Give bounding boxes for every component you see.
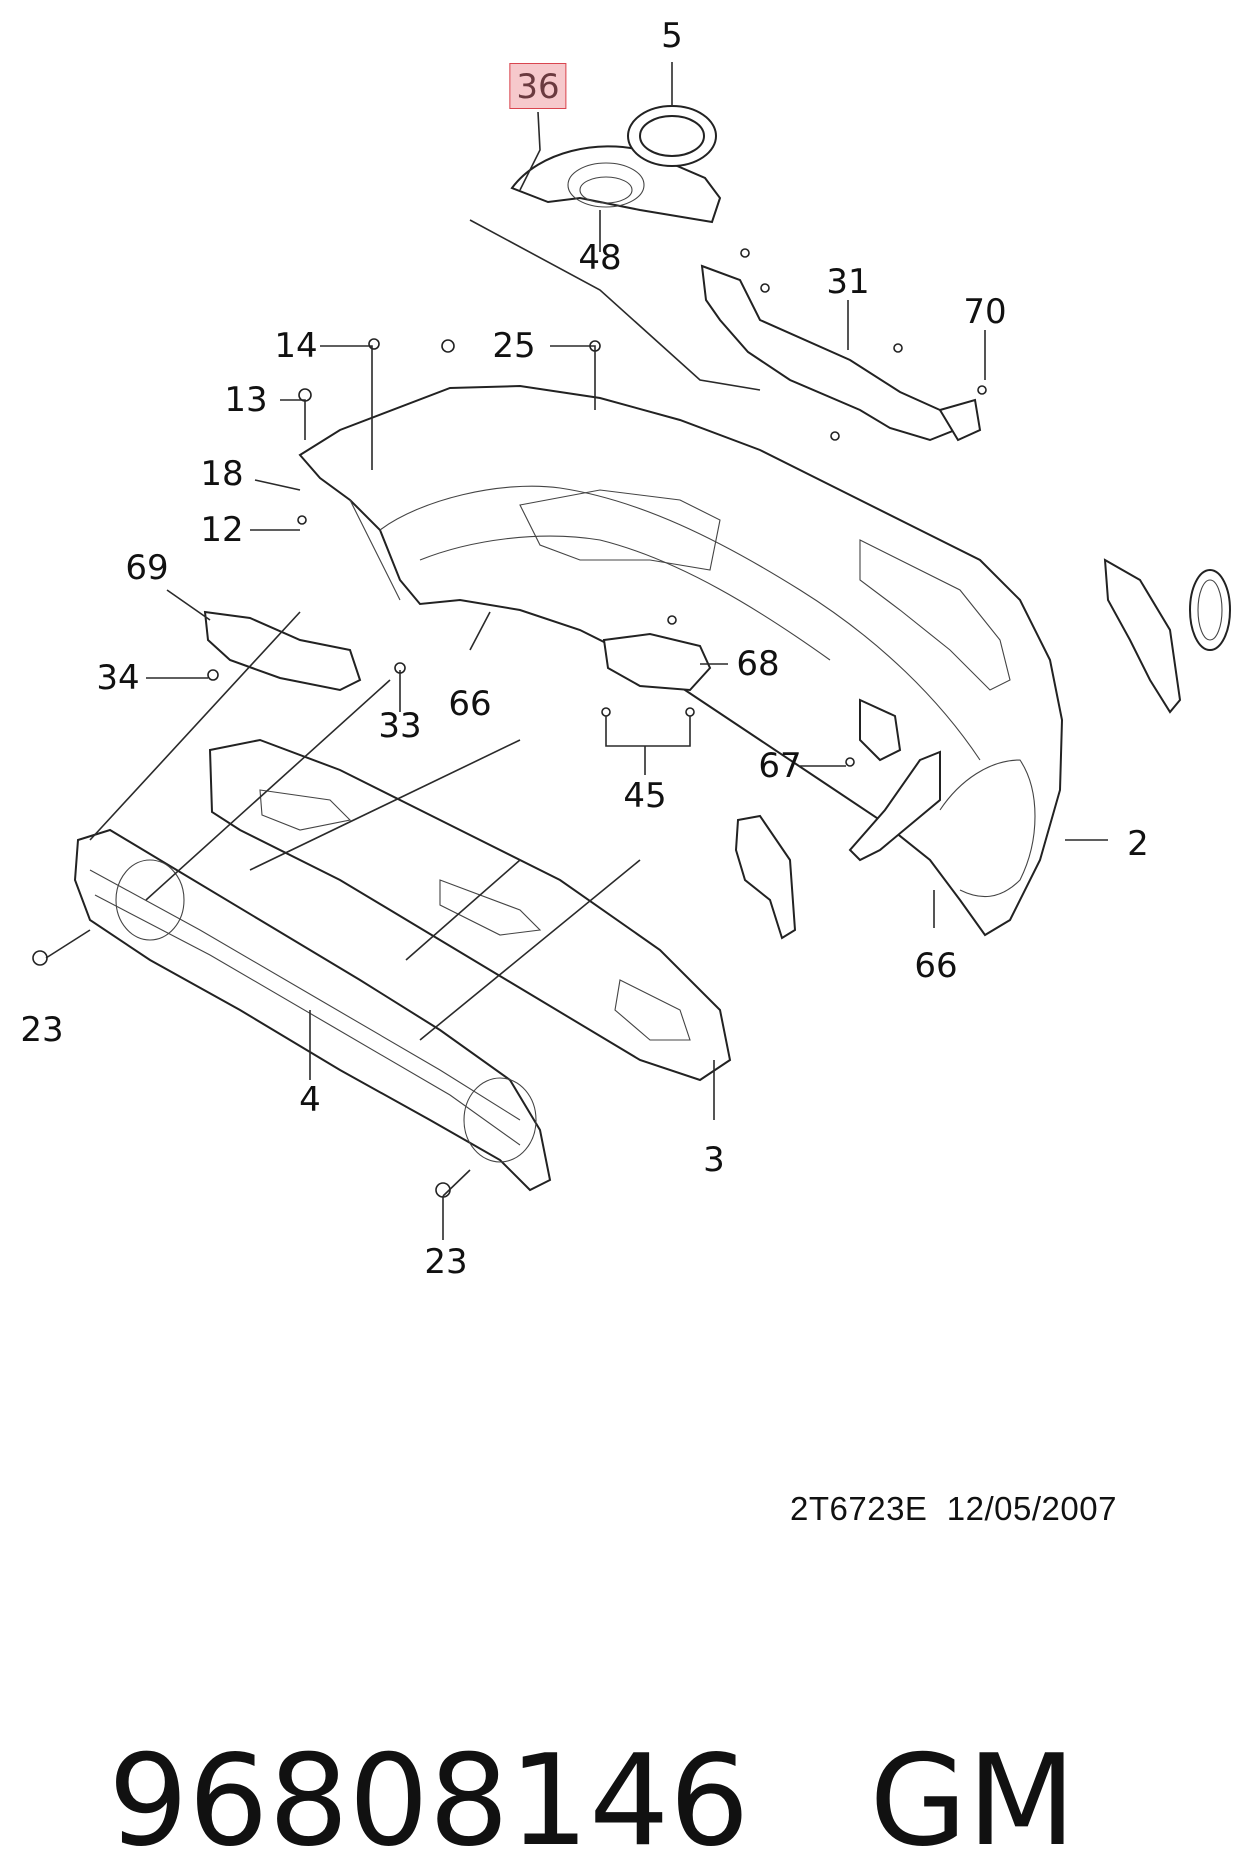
callout-66-left: 66 [448,684,492,724]
callout-31: 31 [826,262,870,302]
callout-23-left: 23 [20,1010,64,1050]
part-3-absorber [208,738,732,1082]
callout-36[interactable]: 36 [509,63,567,109]
callout-18: 18 [200,454,244,494]
part-number: 96808146 [108,1727,750,1874]
callout-68: 68 [736,644,780,684]
callout-14: 14 [274,326,318,366]
callout-48: 48 [578,238,622,278]
part-31-bracket [700,264,982,442]
leader-lines [45,62,1108,1240]
callout-33: 33 [378,706,422,746]
brand-name: GM [869,1727,1076,1874]
callout-66-right: 66 [914,946,958,986]
part-69-plate [203,610,362,692]
callout-13: 13 [224,380,268,420]
callout-25: 25 [492,326,536,366]
bumper-exploded-diagram [32,62,1231,1240]
drawing-code-date: 2T6723E 12/05/2007 [790,1490,1117,1527]
callout-34: 34 [96,658,140,698]
callout-70: 70 [963,292,1007,332]
callout-23-bottom: 23 [424,1242,468,1282]
callout-69: 69 [125,548,169,588]
callout-4: 4 [299,1080,321,1120]
part-68-bracket [602,632,712,692]
callout-3: 3 [703,1140,725,1180]
callout-45: 45 [623,776,667,816]
callout-2: 2 [1127,824,1149,864]
corner-brackets [734,558,1231,940]
callout-12: 12 [200,510,244,550]
callout-5: 5 [661,16,683,56]
callout-67: 67 [758,746,802,786]
part-4-impact-beam [73,828,552,1192]
part-5-ring [627,105,717,167]
